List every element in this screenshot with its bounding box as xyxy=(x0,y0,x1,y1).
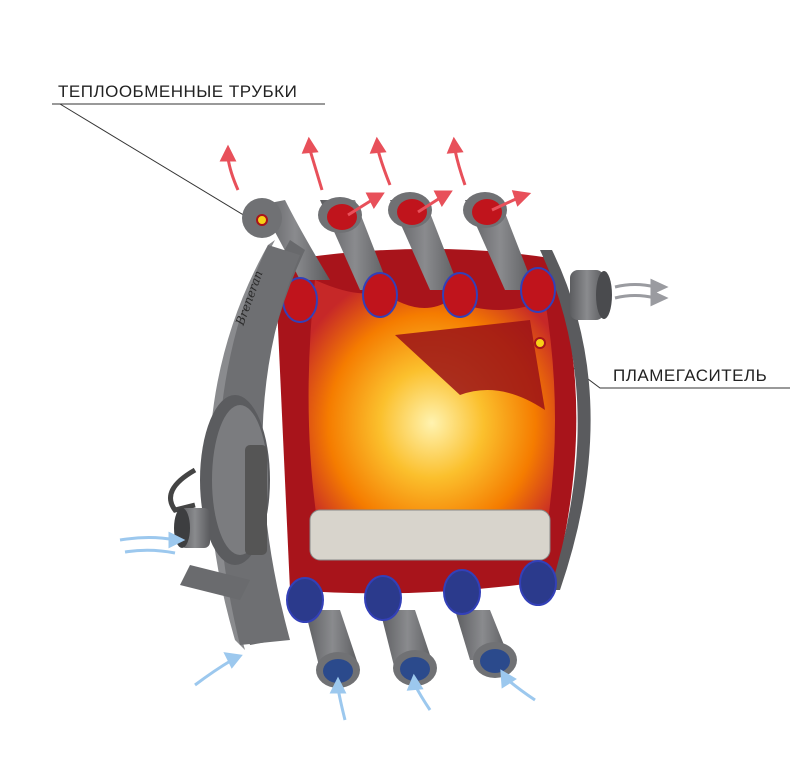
flames xyxy=(308,280,555,540)
exhaust-arrows xyxy=(614,278,669,307)
flame-arrester-plate xyxy=(395,320,545,410)
label-flame-arrester: ПЛАМЕГАСИТЕЛЬ xyxy=(613,366,768,385)
hot-air-arrows xyxy=(219,136,532,217)
flue-outlet xyxy=(570,270,612,320)
stove-door xyxy=(168,395,270,600)
firewood xyxy=(309,509,551,561)
cold-air-arrows xyxy=(119,531,536,721)
bottom-heat-tubes xyxy=(286,560,557,688)
top-heat-tubes xyxy=(242,192,556,323)
label-heat-exchange-tubes: ТЕПЛООБМЕННЫЕ ТРУБКИ xyxy=(58,82,298,101)
